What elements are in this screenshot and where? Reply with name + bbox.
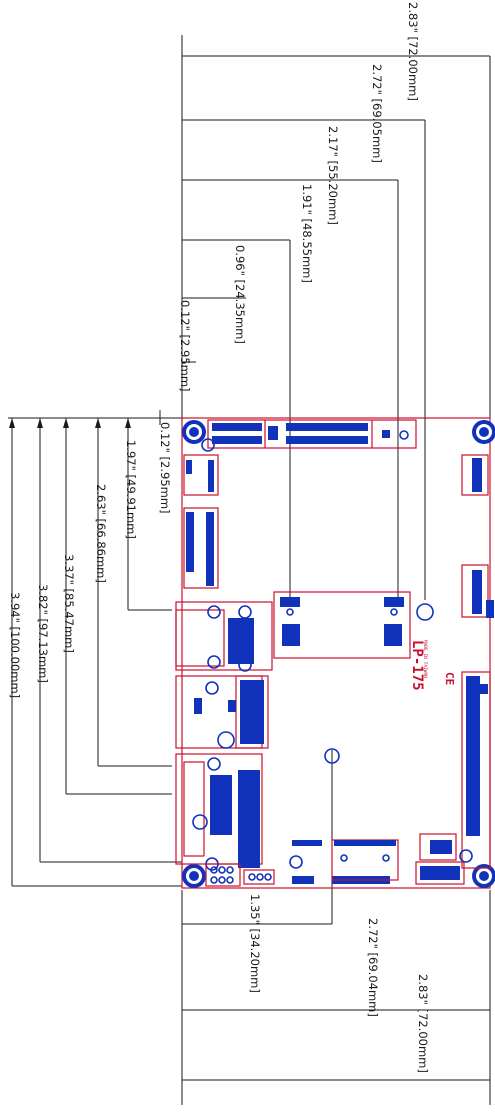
dim-left-0.12: 0.12" [2.95mm] xyxy=(158,422,172,514)
usb-connector xyxy=(175,675,269,749)
dim-left-3.94: 3.94" [100.00mm] xyxy=(8,592,22,698)
dim-top-2.83: 2.83" [72.00mm] xyxy=(406,2,420,101)
mini-pcie-slot xyxy=(289,839,399,881)
mounting-hole-top-right xyxy=(472,420,495,444)
mounting-hole-top-left xyxy=(182,420,206,444)
pcb-board: CE LP-175 MADE IN TAIWAN xyxy=(175,417,495,889)
top-dimension-lines xyxy=(181,35,491,600)
top-connector-strip xyxy=(207,419,417,449)
right-part-2 xyxy=(461,564,489,618)
dim-left-3.37: 3.37" [85.47mm] xyxy=(62,554,76,653)
top-right-part xyxy=(461,454,489,496)
dim-top-2.17: 2.17" [55.20mm] xyxy=(326,126,340,225)
dim-bottom-1.35: 1.35" [34.20mm] xyxy=(248,894,262,993)
right-long-connector xyxy=(419,671,491,869)
dim-left-3.82: 3.82" [97.13mm] xyxy=(36,584,50,683)
bottom-dimension-labels: 1.35" [34.20mm] 2.72" [69.04mm] 2.83" [7… xyxy=(248,894,430,1073)
dim-top-1.91: 1.91" [48.55mm] xyxy=(300,184,314,283)
dim-top-0.12: 0.12" [2.95mm] xyxy=(178,300,192,392)
lan-connector xyxy=(175,601,273,672)
bottom-dimension-lines xyxy=(181,750,491,1105)
board-model-label: LP-175 xyxy=(409,640,425,691)
ce-mark: CE xyxy=(443,672,456,685)
board-origin-label: MADE IN TAIWAN xyxy=(422,640,428,678)
left-header-block-2 xyxy=(183,507,219,589)
left-dimension-labels: 0.12" [2.95mm] 1.97" [49.91mm] 2.63" [66… xyxy=(8,422,172,698)
dim-top-2.72: 2.72" [69.05mm] xyxy=(370,64,384,163)
dim-bottom-2.83: 2.83" [72.00mm] xyxy=(416,974,430,1073)
top-dimension-labels: 2.83" [72.00mm] 2.72" [69.05mm] 2.17" [5… xyxy=(178,2,420,392)
left-header-block-1 xyxy=(183,438,219,496)
cpu-area xyxy=(273,591,434,659)
dim-left-1.97: 1.97" [49.91mm] xyxy=(124,440,138,539)
mounting-hole-bottom-right xyxy=(472,864,495,888)
dim-left-2.63: 2.63" [66.86mm] xyxy=(94,484,108,583)
left-dimension-lines xyxy=(8,410,182,887)
com-connector xyxy=(175,753,263,871)
dim-top-0.96: 0.96" [24.35mm] xyxy=(233,245,247,344)
dim-bottom-2.72: 2.72" [69.04mm] xyxy=(366,918,380,1017)
mounting-hole-bottom-left xyxy=(182,864,206,888)
